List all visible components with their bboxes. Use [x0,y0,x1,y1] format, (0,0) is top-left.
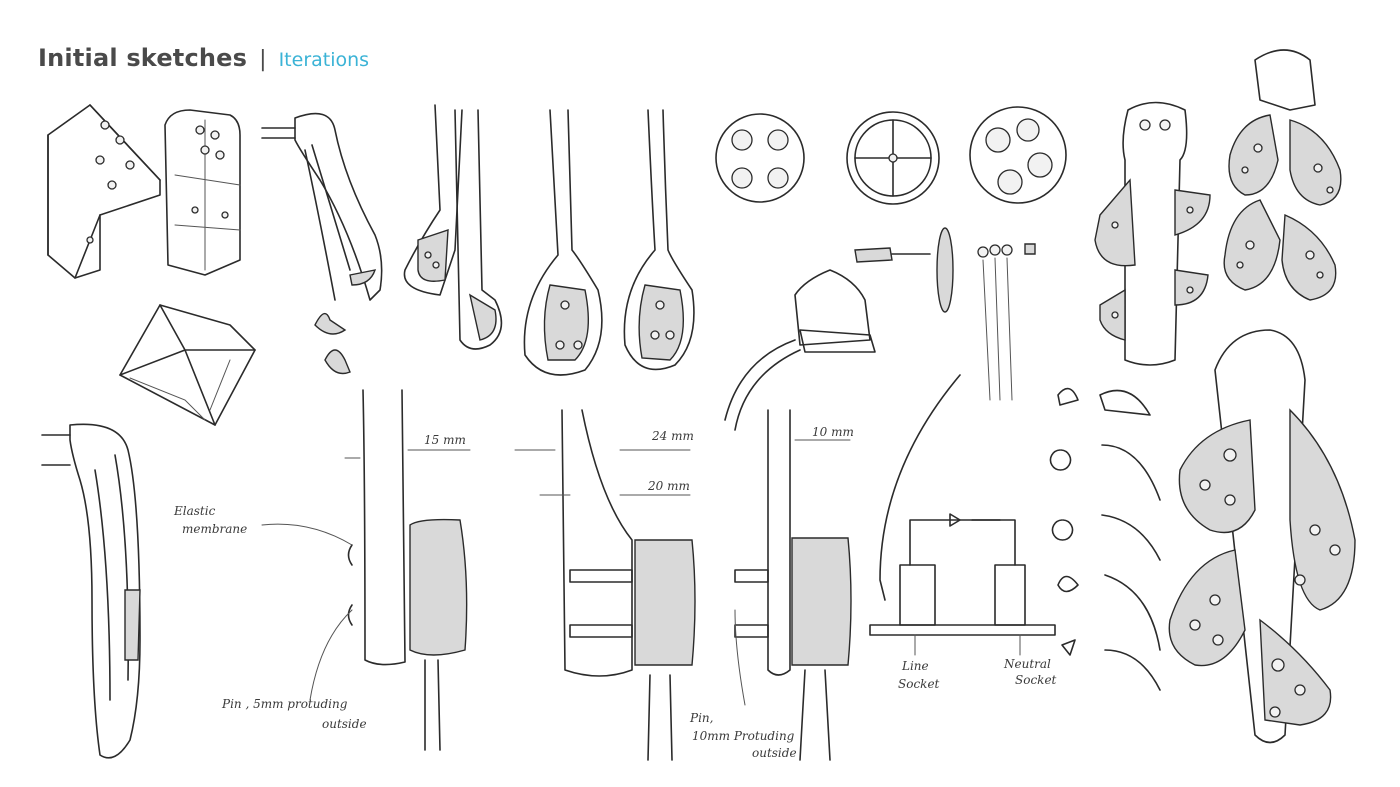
note-neutral-socket-2: Socket [1015,673,1057,687]
sketch-pin-profiles [1049,387,1161,691]
sketch-socket-face-four [715,113,805,203]
sketch-angled-block [47,104,161,279]
sketch-plug-head [724,269,876,431]
sketch-teardrop-paddle-2 [623,109,695,371]
sketch-teardrop-paddle-1 [523,109,603,376]
arrow-pin10 [734,609,746,706]
note-pin5-line-1: Pin , 5mm protuding [221,697,348,711]
note-dim-24mm: 24 mm [651,429,694,443]
arrow-pin5 [309,609,353,701]
note-elastic-line-1: Elastic [173,504,216,518]
note-line-socket-1: Line [901,659,929,673]
page-header: Initial sketches | Iterations [38,44,369,72]
sketch-tall-plug [41,423,141,759]
note-pin10-line-1: Pin, [689,711,713,725]
note-dim-10mm: 10 mm [812,425,854,439]
note-elastic-line-2: membrane [182,522,247,536]
sketch-leaf-assembly-small [1223,49,1342,301]
note-pin10-line-2: 10mm Protuding [692,729,795,743]
note-line-socket-2: Socket [898,677,940,691]
sketch-socket-face-cross [846,111,940,205]
sketch-exploded-parts [854,227,1036,401]
arrow-elastic [261,523,353,546]
note-pin10-line-3: outside [752,746,797,760]
sketch-circuit [869,374,1056,656]
sketch-section-10mm [734,409,852,761]
title-separator: | [259,47,267,72]
sketch-plug-arm-curved [261,112,383,375]
sketch-section-24mm [514,409,696,761]
sketch-socket-face-holes [969,106,1067,204]
sketch-section-elastic [344,389,471,751]
page-subtitle: Iterations [278,49,370,71]
sketch-tall-block [164,109,241,276]
note-pin5-line-2: outside [322,717,367,731]
note-dim-15mm: 15 mm [424,433,466,447]
sketch-pyramid-block [119,304,256,426]
note-neutral-socket-1: Neutral [1003,657,1051,671]
note-dim-20mm: 20 mm [647,479,690,493]
page-title: Initial sketches [38,44,248,72]
sketch-paddle-small [403,104,503,350]
sketch-triangle-assembly [1094,101,1211,366]
sketch-leaf-assembly-large [1168,329,1356,744]
